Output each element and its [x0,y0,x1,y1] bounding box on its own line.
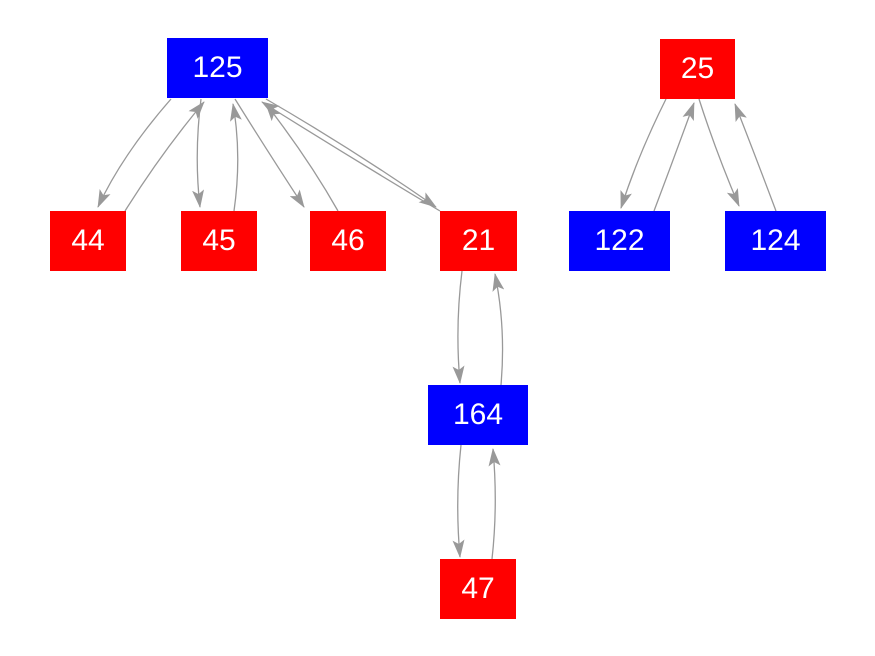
node-label-45: 45 [202,224,236,257]
node-44[interactable]: 44 [50,211,126,271]
node-label-125: 125 [192,51,243,84]
edge-47-164 [488,448,501,560]
node-label-164: 164 [452,398,504,431]
node-47[interactable]: 47 [440,559,516,619]
node-label-122: 122 [594,224,645,257]
edge-21-125 [261,101,441,212]
node-label-46: 46 [331,224,365,257]
node-124[interactable]: 124 [725,211,826,271]
edge-44-125 [124,101,205,212]
edge-164-47 [452,444,465,558]
node-25[interactable]: 25 [660,39,735,99]
edge-25-122 [620,98,667,209]
edge-25-124 [698,98,740,207]
edge-125-46 [234,98,305,208]
node-label-47: 47 [461,572,495,605]
edge-122-25 [653,102,695,212]
edge-125-44 [97,98,172,208]
edge-125-45 [192,98,205,208]
edge-125-21 [265,98,437,208]
edge-45-125 [230,103,242,212]
edge-124-25 [734,103,777,212]
edge-21-164 [452,270,465,384]
node-125[interactable]: 125 [167,38,268,98]
node-label-25: 25 [680,52,715,85]
node-label-124: 124 [750,224,801,257]
node-label-21: 21 [461,224,496,257]
edge-group [97,98,777,560]
edge-164-21 [492,273,505,386]
node-21[interactable]: 21 [440,211,517,271]
node-46[interactable]: 46 [310,211,386,271]
node-164[interactable]: 164 [428,385,528,445]
node-45[interactable]: 45 [181,211,257,271]
node-label-44: 44 [71,224,105,257]
node-122[interactable]: 122 [569,211,670,271]
